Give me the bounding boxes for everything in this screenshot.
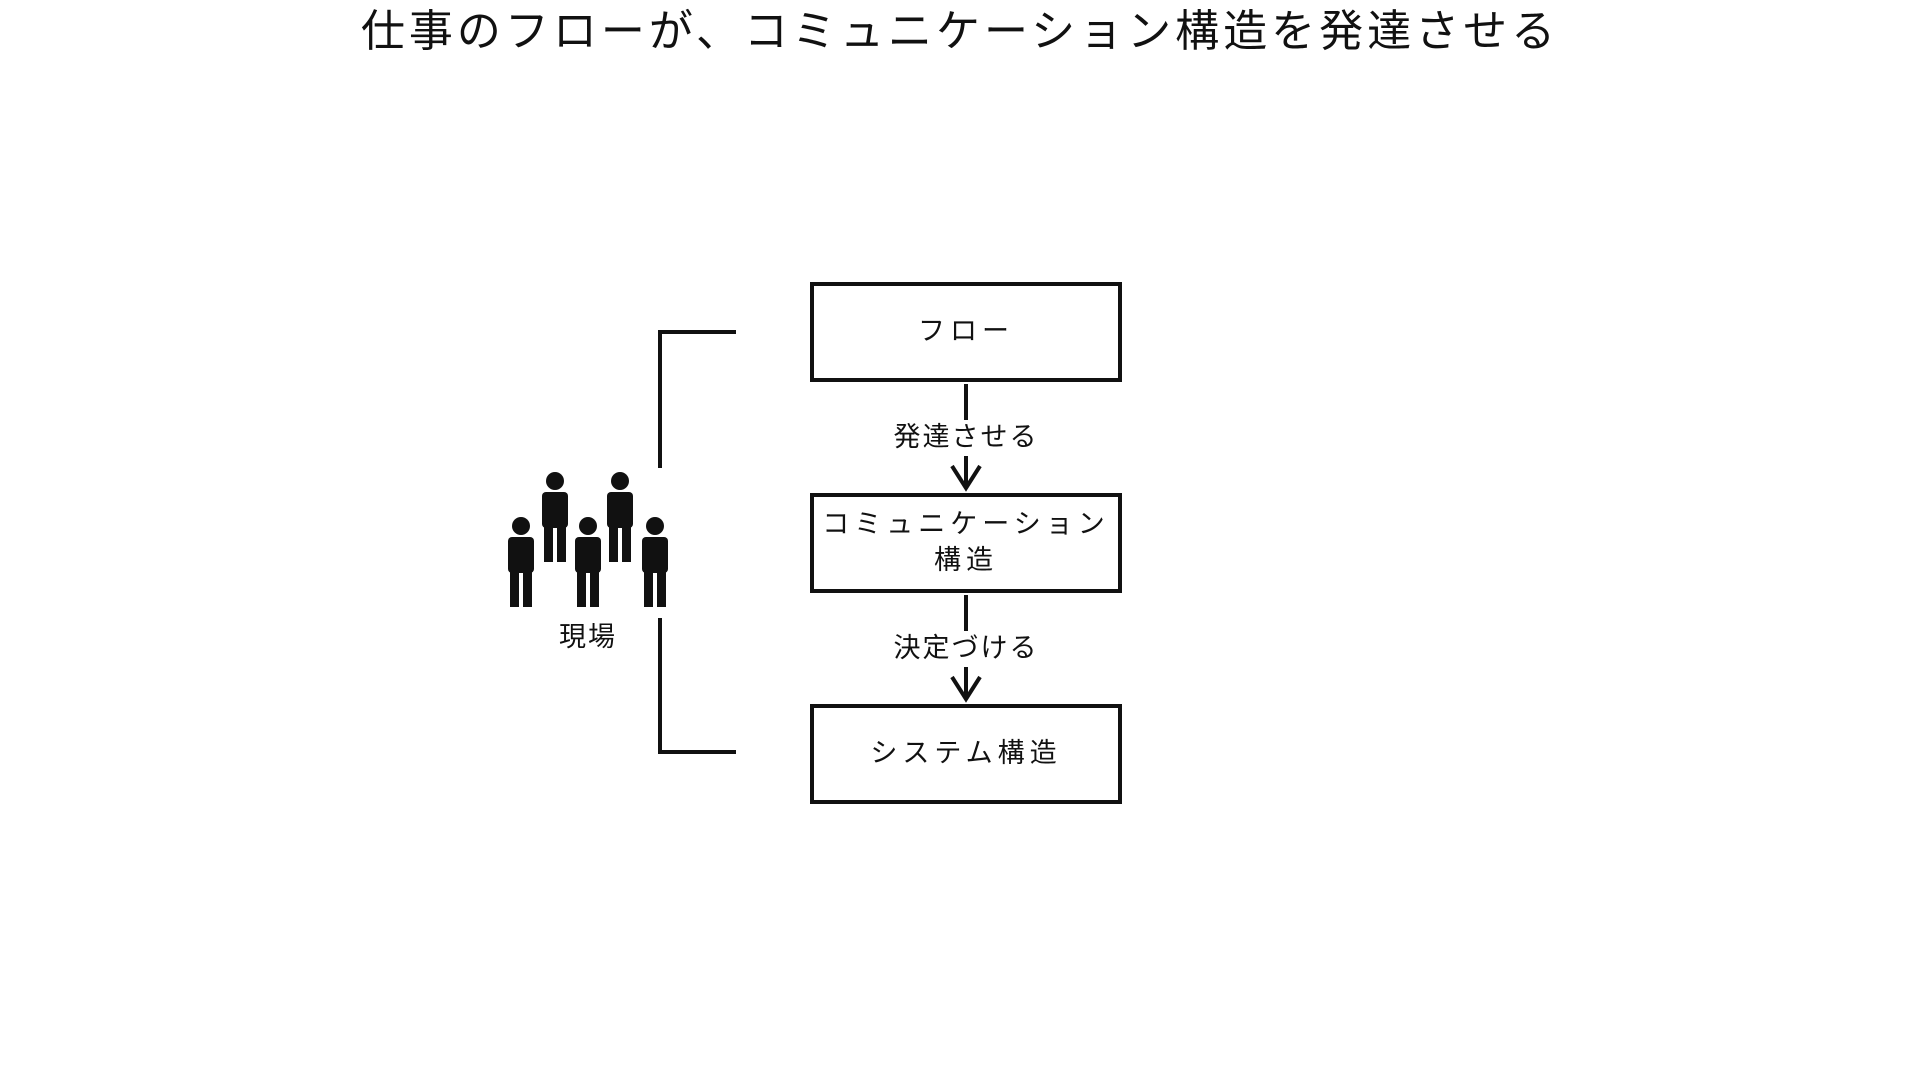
person-icon [642,517,668,607]
node-communication-label-line2: 構造 [934,545,998,576]
page-title: 仕事のフローが、コミュニケーション構造を発達させる [360,6,1560,57]
edge-label-decide: 決定づける [866,631,1066,667]
node-communication-label-line1: コミュニケーション [822,509,1110,540]
bracket-top-line [658,330,736,468]
bracket-bottom-line [658,618,736,754]
person-icon [607,472,633,562]
node-communication-structure: コミュニケーション 構造 [810,493,1122,593]
node-system-label: システム構造 [870,738,1062,769]
person-icon [575,517,601,607]
edge-label-develop: 発達させる [866,420,1066,456]
people-group-icon [508,472,668,607]
arrow-head-develop [950,464,982,492]
person-icon [542,472,568,562]
node-system-structure: システム構造 [810,704,1122,804]
side-group-label: 現場 [538,620,638,656]
arrow-head-decide [950,675,982,703]
node-flow: フロー [810,282,1122,382]
person-icon [508,517,534,607]
node-flow-label: フロー [918,316,1014,347]
